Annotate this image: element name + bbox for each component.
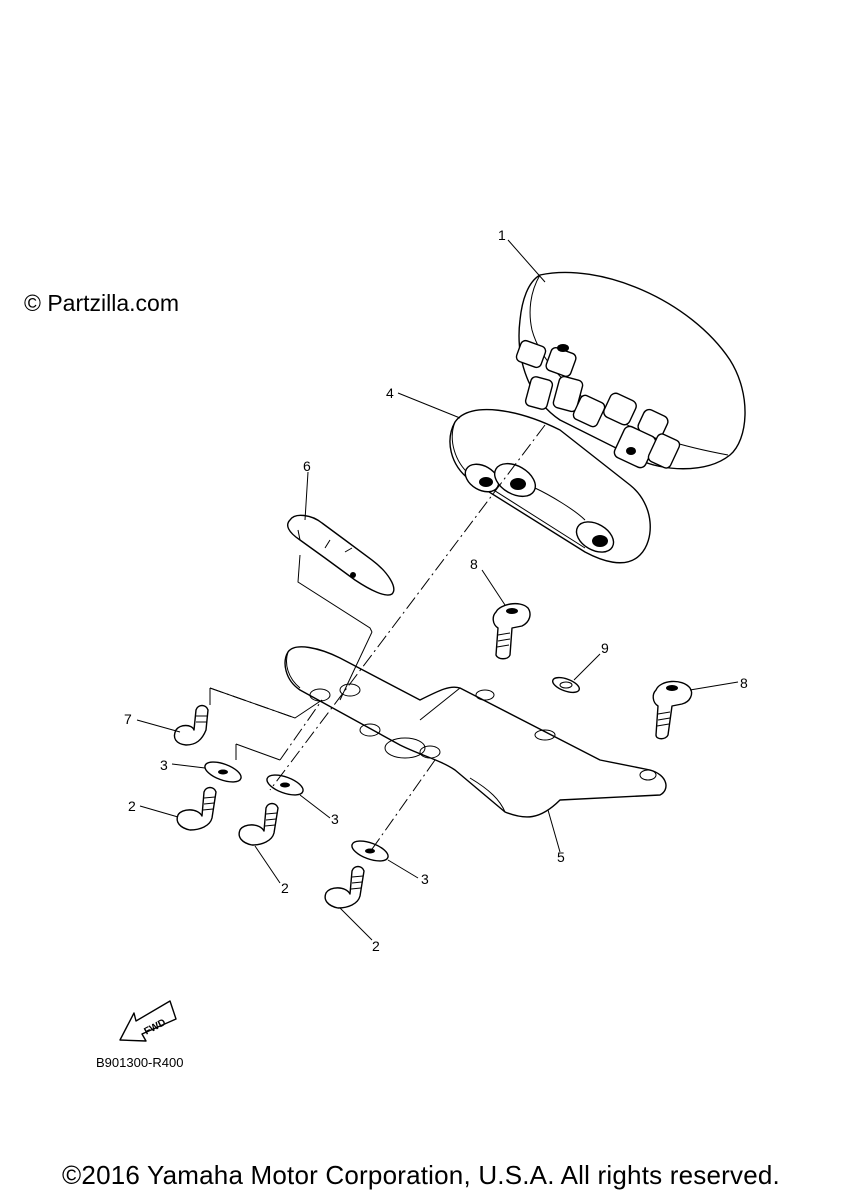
diagram-code: B901300-R400: [96, 1055, 184, 1070]
bolt-part[interactable]: [173, 704, 209, 746]
callout-7: 7: [124, 711, 132, 727]
callout-1: 1: [498, 227, 506, 243]
meter-bracket-part[interactable]: [284, 646, 667, 818]
watermark: © Partzilla.com: [24, 290, 179, 316]
screw-part-8b[interactable]: [652, 680, 693, 740]
fwd-arrow-icon: FWD: [119, 1000, 177, 1042]
callout-3a: 3: [160, 757, 168, 773]
screw-part-2a[interactable]: [176, 786, 217, 831]
callout-labels: 1 4 6 8 9 8 7 3 2 3 2 3 2 5: [124, 227, 748, 954]
washer-part-b[interactable]: [264, 771, 305, 799]
screw-part-2c[interactable]: [324, 865, 365, 909]
wire-clip-part[interactable]: [287, 514, 395, 596]
callout-2a: 2: [128, 798, 136, 814]
screw-part-2b[interactable]: [238, 802, 279, 846]
screw-part-8a[interactable]: [492, 602, 531, 660]
callout-3b: 3: [331, 811, 339, 827]
washer-part-c[interactable]: [349, 837, 390, 865]
callout-2c: 2: [372, 938, 380, 954]
meter-damper-plate-part[interactable]: [449, 408, 651, 564]
assembly-lines: [209, 424, 546, 853]
callout-5: 5: [557, 849, 565, 865]
callout-2b: 2: [281, 880, 289, 896]
leader-lines: [136, 239, 739, 941]
callout-8b: 8: [740, 675, 748, 691]
meter-assembly-part[interactable]: [515, 271, 746, 470]
washer-part-a[interactable]: [202, 758, 243, 786]
callout-6: 6: [303, 458, 311, 474]
copyright-footer: ©2016 Yamaha Motor Corporation, U.S.A. A…: [62, 1160, 780, 1190]
callout-9: 9: [601, 640, 609, 656]
nut-part[interactable]: [551, 675, 581, 696]
callout-4: 4: [386, 385, 394, 401]
callout-3c: 3: [421, 871, 429, 887]
callout-8a: 8: [470, 556, 478, 572]
